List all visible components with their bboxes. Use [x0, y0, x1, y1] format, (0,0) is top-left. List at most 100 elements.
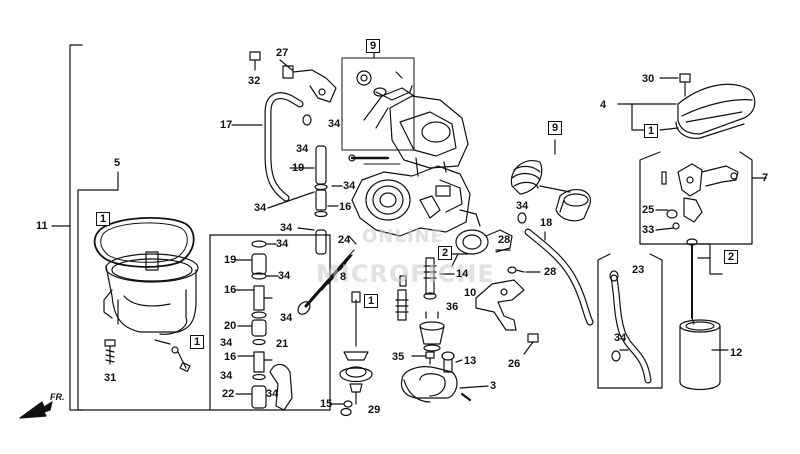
frame-23 [597, 253, 663, 389]
drain-hose-set [251, 240, 293, 411]
callout-1-jet: 1 [364, 294, 379, 308]
callout-34-h: 34 [280, 222, 293, 234]
throttle-stop-bracket-10 [475, 279, 525, 331]
screw-14 [439, 273, 455, 275]
bolt-32 [249, 51, 261, 71]
carburetor-body [351, 87, 481, 237]
callout-2-right: 2 [724, 250, 739, 264]
callout-13: 13 [464, 355, 477, 367]
main-jet-set [395, 257, 437, 321]
callout-27: 27 [276, 47, 289, 59]
callout-9-right: 9 [548, 121, 563, 135]
callout-9-top: 9 [366, 39, 381, 53]
jet-needle-24 [297, 249, 355, 315]
pilot-screw-set [348, 154, 401, 165]
callout-5: 5 [114, 157, 121, 169]
throttle-valve-spring [510, 160, 571, 195]
callout-23: 23 [632, 264, 645, 276]
callout-34-m: 34 [614, 332, 627, 344]
callout-34-j: 34 [220, 370, 233, 382]
callout-26: 26 [508, 358, 521, 370]
screw-15-29 [331, 400, 353, 417]
screw-31 [104, 339, 116, 365]
callout-21: 21 [276, 338, 289, 350]
callout-7: 7 [762, 172, 769, 184]
callout-17: 17 [220, 119, 233, 131]
callout-28-b: 28 [544, 266, 557, 278]
callout-3: 3 [490, 380, 497, 392]
frame-5 [77, 171, 211, 411]
callout-19-b: 19 [224, 254, 237, 266]
bracket-11 [69, 44, 83, 411]
callout-20: 20 [224, 320, 237, 332]
callout-24: 24 [338, 234, 351, 246]
cover-28 [451, 229, 513, 267]
front-marker: FR. [50, 392, 65, 402]
callout-31: 31 [104, 372, 117, 384]
callout-34-f: 34 [278, 270, 291, 282]
callout-30: 30 [642, 73, 655, 85]
clip-34-c [609, 270, 619, 282]
needle-jet-holder-36 [419, 311, 445, 352]
float-valve-seat [339, 351, 373, 405]
throttle-valve [555, 188, 592, 222]
hose-column-top [314, 145, 328, 255]
callout-22: 22 [222, 388, 235, 400]
callout-34-c: 34 [343, 180, 356, 192]
callout-34-k: 34 [266, 388, 279, 400]
callout-19-a: 19 [292, 162, 305, 174]
callout-16-c: 16 [224, 351, 237, 363]
callout-4: 4 [600, 99, 607, 111]
callout-1-drain: 1 [190, 335, 205, 349]
clip-34-b [517, 212, 527, 224]
piston-valve-12 [679, 319, 729, 391]
watermark-line2: MICROFICHE [316, 260, 495, 288]
screw-26 [523, 333, 539, 355]
throttle-bracket [356, 70, 413, 101]
callout-29: 29 [368, 404, 381, 416]
group-9-frame [341, 57, 415, 151]
callout-28-a: 28 [498, 234, 511, 246]
callout-10: 10 [464, 287, 477, 299]
jet-needle-2 [686, 238, 698, 325]
callout-2-left: 2 [438, 246, 453, 260]
screw-28 [507, 266, 525, 274]
callout-16-b: 16 [224, 284, 237, 296]
top-cover-4 [675, 83, 756, 139]
float-pin-13 [441, 351, 463, 373]
callout-34-d: 34 [254, 202, 267, 214]
callout-25: 25 [642, 204, 655, 216]
callout-35: 35 [392, 351, 405, 363]
screw-35 [411, 351, 435, 365]
float-needle-8 [351, 291, 361, 347]
callout-11: 11 [36, 220, 48, 232]
watermark-line1: ONLINE [362, 226, 444, 247]
group-9-frame-b [498, 138, 594, 228]
callout-36: 36 [446, 301, 459, 313]
callout-1-cover: 1 [644, 124, 659, 138]
callout-14: 14 [456, 268, 469, 280]
screw-30 [679, 73, 691, 97]
callout-1-gasket: 1 [96, 212, 111, 226]
clip-34-a [302, 114, 312, 126]
callout-18: 18 [540, 217, 553, 229]
drain-screw [171, 346, 191, 373]
callout-34-l: 34 [516, 200, 529, 212]
callout-8: 8 [340, 271, 347, 283]
callout-12: 12 [730, 347, 743, 359]
callout-33: 33 [642, 224, 655, 236]
float-chamber [103, 251, 199, 335]
throttle-link-set [661, 163, 739, 230]
hose-holder-27 [279, 59, 337, 103]
callout-15: 15 [320, 398, 333, 410]
callout-34-g: 34 [280, 312, 293, 324]
float-3 [400, 366, 458, 403]
callout-34-b: 34 [296, 143, 309, 155]
callout-16-a: 16 [339, 201, 352, 213]
vent-hose-18 [524, 228, 594, 326]
callout-34-i: 34 [220, 337, 233, 349]
callout-32: 32 [248, 75, 261, 87]
callout-34-a: 34 [328, 118, 341, 130]
front-arrow [19, 401, 53, 419]
